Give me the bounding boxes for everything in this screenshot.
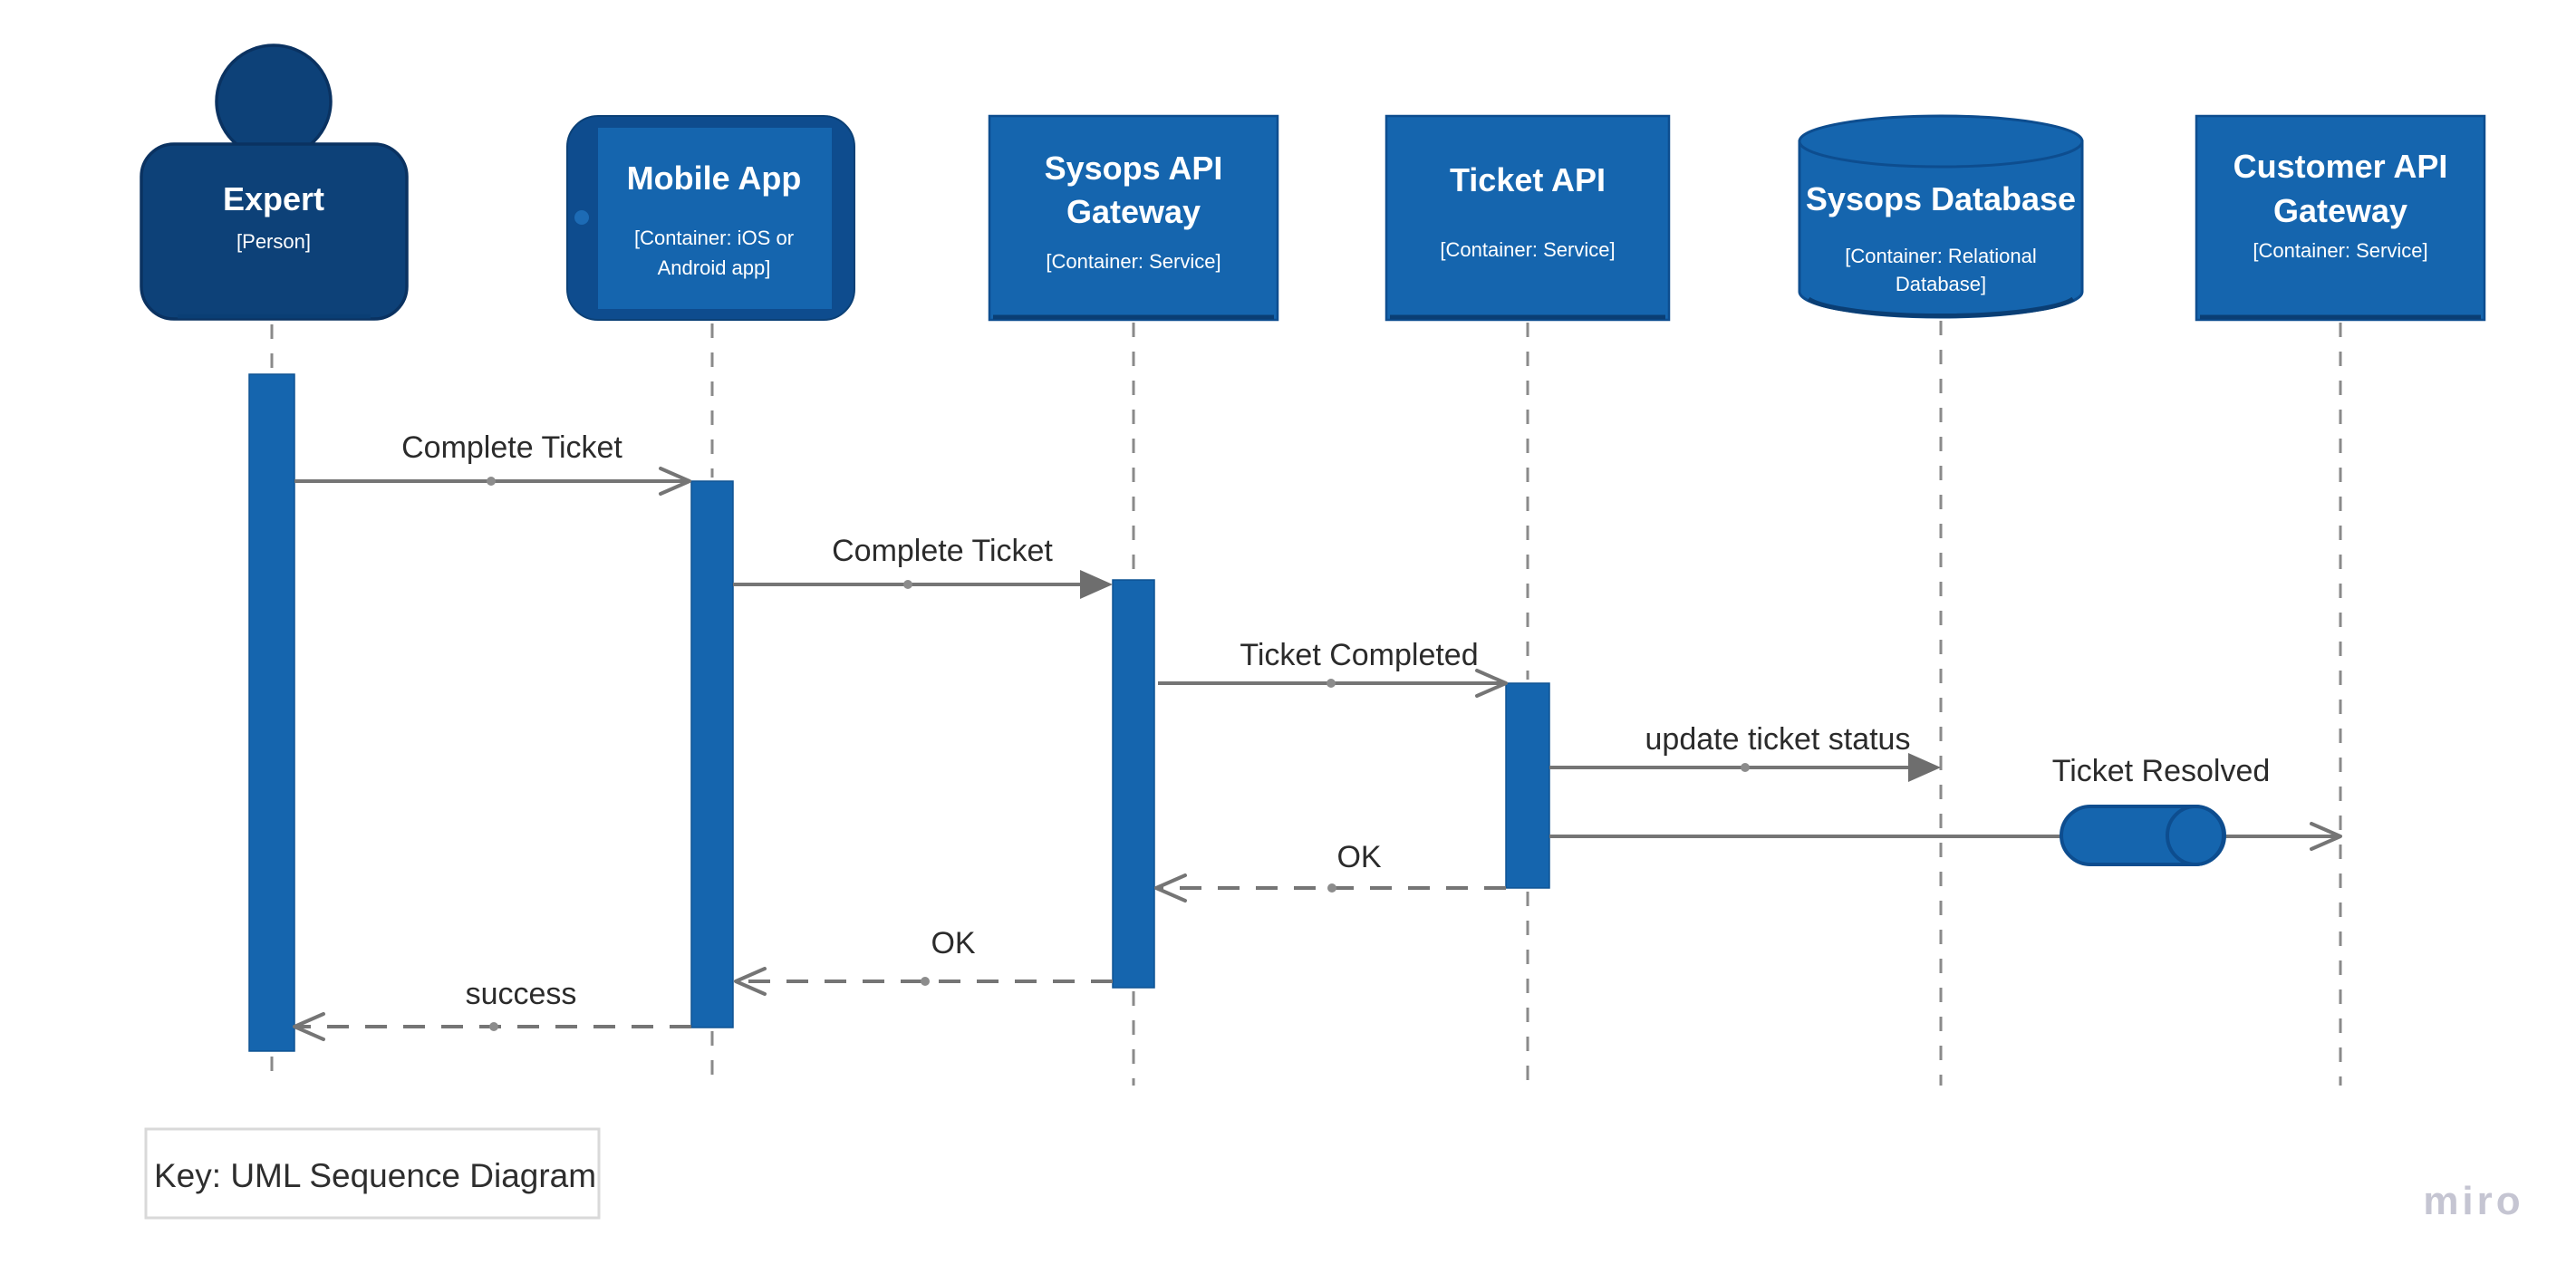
diagram-key[interactable]: Key: UML Sequence Diagram	[144, 1127, 601, 1220]
open-arrowhead-icon	[659, 467, 691, 496]
message-ok-1[interactable]: OK	[1154, 840, 1506, 902]
person-head-icon[interactable]	[215, 43, 333, 159]
actor-subtitle: [Container: iOS or	[634, 227, 794, 249]
message-label[interactable]: Ticket Resolved	[2052, 754, 2271, 788]
actor-subtitle: [Person]	[236, 230, 311, 253]
key-label: Key: UML Sequence Diagram	[154, 1157, 596, 1194]
activation-expert[interactable]	[248, 373, 295, 1052]
actor-title-line2: Gateway	[1066, 193, 1201, 230]
actor-subtitle: [Container: Service]	[2253, 239, 2427, 262]
database-cylinder-top	[1798, 114, 2084, 169]
actor-title: Ticket API	[1450, 161, 1606, 198]
message-midpoint-dot	[1741, 763, 1750, 772]
actor-title: Sysops API	[1045, 150, 1223, 187]
actor-mobile-app[interactable]: Mobile App [Container: iOS or Android ap…	[566, 115, 855, 321]
message-midpoint-dot	[1327, 679, 1336, 688]
open-arrowhead-icon	[293, 1012, 325, 1041]
message-midpoint-dot	[921, 977, 930, 986]
message-ticket-completed[interactable]: Ticket Completed	[1158, 638, 1508, 698]
actor-customer-api-gateway[interactable]: Customer API Gateway [Container: Service…	[2195, 114, 2486, 322]
message-label[interactable]: OK	[931, 926, 975, 960]
actor-title: Expert	[223, 180, 324, 217]
device-screen[interactable]	[598, 128, 832, 309]
actor-sysops-api-gateway[interactable]: Sysops API Gateway [Container: Service]	[988, 114, 1279, 322]
message-label[interactable]: Complete Ticket	[401, 430, 622, 465]
message-success[interactable]: success	[293, 977, 691, 1041]
actor-title: Customer API	[2233, 148, 2448, 185]
actor-sysops-database[interactable]: Sysops Database [Container: Relational D…	[1798, 114, 2084, 319]
message-label[interactable]: success	[466, 977, 577, 1011]
actor-title: Mobile App	[627, 159, 802, 197]
miro-watermark: miro	[2423, 1179, 2523, 1223]
message-label[interactable]: update ticket status	[1645, 722, 1911, 757]
open-arrowhead-icon	[734, 967, 767, 996]
actor-subtitle-line2: Database]	[1896, 273, 1986, 295]
service-box[interactable]	[988, 114, 1279, 322]
key-box[interactable]	[144, 1127, 601, 1220]
actor-subtitle: [Container: Service]	[1046, 250, 1220, 273]
lifelines	[270, 321, 2342, 1086]
message-complete-ticket-1[interactable]: Complete Ticket	[294, 430, 691, 496]
actor-subtitle: [Container: Relational	[1845, 245, 2037, 267]
message-update-ticket-status[interactable]: update ticket status	[1549, 722, 1941, 782]
activation-mobile-app[interactable]	[690, 480, 734, 1028]
queue-marker-icon[interactable]	[2060, 805, 2226, 866]
actor-title-line2: Gateway	[2273, 192, 2407, 229]
actor-title: Sysops Database	[1806, 180, 2076, 217]
open-arrowhead-icon	[1154, 873, 1187, 902]
filled-arrowhead-icon	[1080, 570, 1113, 599]
message-complete-ticket-2[interactable]: Complete Ticket	[733, 534, 1113, 599]
message-label[interactable]: Ticket Completed	[1240, 638, 1478, 672]
actor-subtitle-line2: Android app]	[658, 256, 771, 279]
actor-expert[interactable]: Expert [Person]	[140, 43, 409, 321]
message-midpoint-dot	[903, 580, 912, 589]
person-body[interactable]	[140, 142, 409, 321]
actor-subtitle: [Container: Service]	[1440, 238, 1615, 261]
filled-arrowhead-icon	[1908, 753, 1941, 782]
activation-bars	[248, 373, 1550, 1052]
message-midpoint-dot	[489, 1022, 498, 1031]
message-ticket-resolved[interactable]: Ticket Resolved	[1549, 754, 2342, 866]
database-bottom-shadow	[1807, 296, 2075, 318]
message-midpoint-dot	[487, 477, 496, 486]
message-label[interactable]: Complete Ticket	[832, 534, 1053, 568]
activation-sysops-api-gateway[interactable]	[1112, 579, 1155, 989]
message-label[interactable]: OK	[1336, 840, 1381, 874]
activation-ticket-api[interactable]	[1505, 682, 1550, 889]
service-box[interactable]	[2195, 114, 2486, 322]
message-ok-2[interactable]: OK	[734, 926, 1113, 996]
actor-ticket-api[interactable]: Ticket API [Container: Service]	[1384, 114, 1671, 322]
open-arrowhead-icon	[2310, 822, 2342, 851]
queue-endcap	[2166, 805, 2225, 866]
service-box[interactable]	[1384, 114, 1671, 322]
message-midpoint-dot	[1327, 883, 1336, 893]
open-arrowhead-icon	[1475, 669, 1508, 698]
device-camera-icon	[574, 210, 589, 225]
